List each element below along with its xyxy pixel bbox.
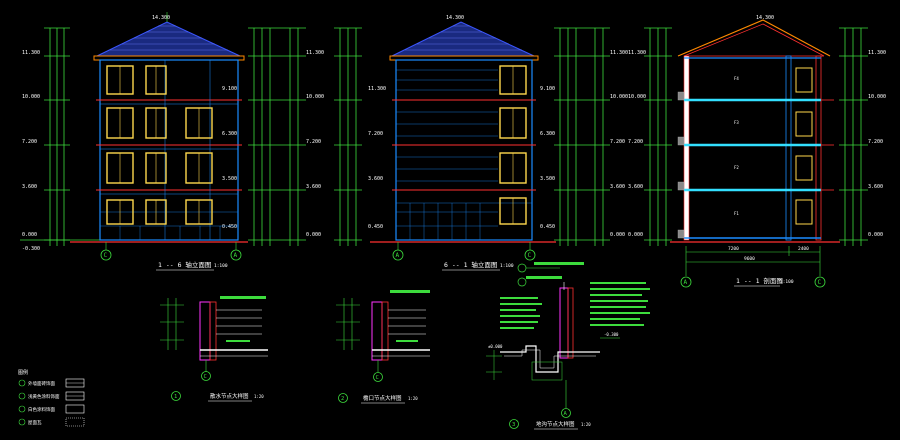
svg-text:11.300: 11.300 <box>306 50 324 56</box>
svg-text:F4: F4 <box>734 76 739 81</box>
svg-text:6.300: 6.300 <box>540 131 555 137</box>
elev1-level-l5: -0.300 <box>22 246 40 252</box>
elev1-level-l0: 11.300 <box>22 50 40 56</box>
svg-text:3.500: 3.500 <box>540 176 555 182</box>
legend-label-3: 屋面瓦 <box>28 420 42 426</box>
legend-label-1: 浅黄色涂料饰面 <box>28 393 60 400</box>
elev2-axis-left: A <box>396 252 400 259</box>
elevation-1-dim-right <box>248 27 306 246</box>
section-axis-right: C <box>818 279 822 286</box>
detail-3-scale: 1:20 <box>581 422 591 427</box>
elev1-top-level: 14.300 <box>152 15 170 21</box>
elev2-axis-right: C <box>528 252 532 259</box>
section-level-r3: 3.600 <box>868 184 883 190</box>
elevation-2-facade <box>395 59 533 241</box>
elev1-level-l3: 3.600 <box>22 184 37 190</box>
detail-3-axis: A <box>564 411 568 417</box>
section-roof <box>677 19 831 57</box>
section-level-r2: 7.200 <box>868 139 883 145</box>
svg-text:10.000: 10.000 <box>610 94 628 100</box>
legend-label-2: 白色涂料饰面 <box>28 406 55 413</box>
legend-item-3: 屋面瓦 <box>18 417 85 427</box>
section-axis-left: A <box>684 279 688 286</box>
svg-text:11.300: 11.300 <box>610 50 628 56</box>
svg-text:10.000: 10.000 <box>628 94 646 100</box>
section-level-r0: 11.300 <box>868 50 886 56</box>
detail-1-title: 散水节点大样图 <box>210 392 249 400</box>
svg-text:-0.300: -0.300 <box>604 332 619 337</box>
elev2-top-level: 14.300 <box>446 15 464 21</box>
elevation-1: 11.300 10.000 7.200 3.600 0.000 -0.300 1… <box>20 12 324 271</box>
detail-2-scale: 1:20 <box>408 396 418 401</box>
svg-text:7.200: 7.200 <box>628 139 643 145</box>
section-level-r1: 10.000 <box>868 94 886 100</box>
elev2-level-l1: 7.200 <box>368 131 383 137</box>
elevation-2-title: 6 -- 1 轴立面图 <box>444 260 497 269</box>
elevation-1-dim-left <box>20 27 100 246</box>
elev2-level-l2: 3.600 <box>368 176 383 182</box>
detail-1-scale: 1:20 <box>254 394 264 399</box>
elev1-level-r3: 0.450 <box>222 224 237 230</box>
elev1-axis-right: A <box>234 252 238 259</box>
svg-text:11.300: 11.300 <box>628 50 646 56</box>
elev1-level-l1: 10.000 <box>22 94 40 100</box>
section-dim-0: 7200 <box>728 246 739 252</box>
svg-text:0.000: 0.000 <box>628 232 643 238</box>
svg-text:0.000: 0.000 <box>610 232 625 238</box>
section-level-r4: 0.000 <box>868 232 883 238</box>
svg-text:3.600: 3.600 <box>306 184 321 190</box>
elev1-axis-left: C <box>104 252 108 259</box>
detail-1-axis: C <box>204 374 207 380</box>
detail-3-title: 地沟节点大样图 <box>536 420 575 428</box>
elevation-2-scale: 1:100 <box>500 263 514 269</box>
legend-item-1: 浅黄色涂料饰面 <box>18 391 85 401</box>
legend-title: 图例 <box>18 369 28 376</box>
svg-text:±0.000: ±0.000 <box>488 344 503 349</box>
section-title: 1 -- 1 剖面图 <box>736 276 783 285</box>
legend-label-0: 外墙面砖饰面 <box>28 380 55 387</box>
svg-text:9.100: 9.100 <box>540 86 555 92</box>
elev1-level-l2: 7.200 <box>22 139 37 145</box>
section-dim-2: 9600 <box>744 256 755 262</box>
svg-text:0.000: 0.000 <box>306 232 321 238</box>
detail-1-num: 1 <box>174 394 177 400</box>
section-scale: 1:100 <box>780 279 794 285</box>
elevation-2: 14.300 11.300 7.200 3.600 0.450 9.100 6.3… <box>334 15 628 271</box>
svg-text:7.200: 7.200 <box>610 139 625 145</box>
elevation-1-facade <box>99 59 239 241</box>
section-top-level: 14.300 <box>756 15 774 21</box>
detail-3-num: 3 <box>512 422 515 428</box>
svg-text:10.000: 10.000 <box>306 94 324 100</box>
elevation-1-title: 1 -- 6 轴立面图 <box>158 260 211 269</box>
detail-2-title: 檐口节点大样图 <box>363 394 402 402</box>
svg-text:F3: F3 <box>734 120 739 125</box>
svg-text:0.450: 0.450 <box>368 224 383 230</box>
svg-text:3.600: 3.600 <box>610 184 625 190</box>
legend: 图例 外墙面砖饰面 浅黄色涂料饰面 白色涂料饰面 屋面瓦 <box>18 369 85 427</box>
svg-text:0.450: 0.450 <box>540 224 555 230</box>
legend-item-0: 外墙面砖饰面 <box>18 378 85 388</box>
section-1-1: 14.300 11.300 10.000 7.200 3.600 0.000 11.30… <box>628 15 886 288</box>
svg-text:7.200: 7.200 <box>306 139 321 145</box>
svg-text:F1: F1 <box>734 211 739 216</box>
section-dim-1: 2400 <box>798 246 809 252</box>
elev1-level-r2: 3.500 <box>222 176 237 182</box>
detail-1: C 1 散水节点大样图 1:20 <box>160 296 268 402</box>
detail-2: C 2 檐口节点大样图 1:20 <box>336 290 430 404</box>
detail-2-num: 2 <box>341 396 344 402</box>
elev1-level-r1: 6.300 <box>222 131 237 137</box>
elev1-level-r0: 9.100 <box>222 86 237 92</box>
detail-2-axis: C <box>376 375 379 381</box>
elevation-1-scale: 1:100 <box>214 263 228 269</box>
detail-3: ±0.000 -0.300 A 3 地沟节点大样图 1:20 <box>486 262 650 430</box>
elev1-level-l4: 0.000 <box>22 232 37 238</box>
legend-item-2: 白色涂料饰面 <box>18 404 85 414</box>
svg-text:3.600: 3.600 <box>628 184 643 190</box>
elev2-level-l0: 11.300 <box>368 86 386 92</box>
svg-text:F2: F2 <box>734 165 739 170</box>
